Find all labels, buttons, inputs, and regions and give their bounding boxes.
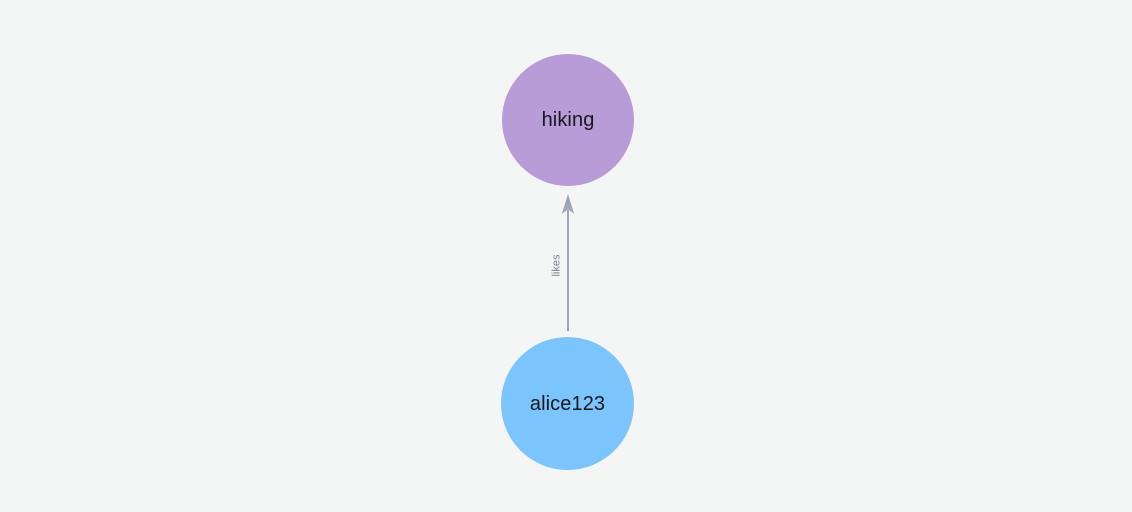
node-label: hiking — [541, 109, 595, 131]
edge-label-likes: likes — [550, 254, 563, 277]
arrowhead-icon — [561, 194, 575, 214]
node-label: alice123 — [529, 392, 606, 415]
edge-likes[interactable] — [561, 194, 575, 331]
graph-node-alice123[interactable]: alice123 — [501, 337, 634, 470]
graph-node-hiking[interactable]: hiking — [502, 54, 634, 186]
